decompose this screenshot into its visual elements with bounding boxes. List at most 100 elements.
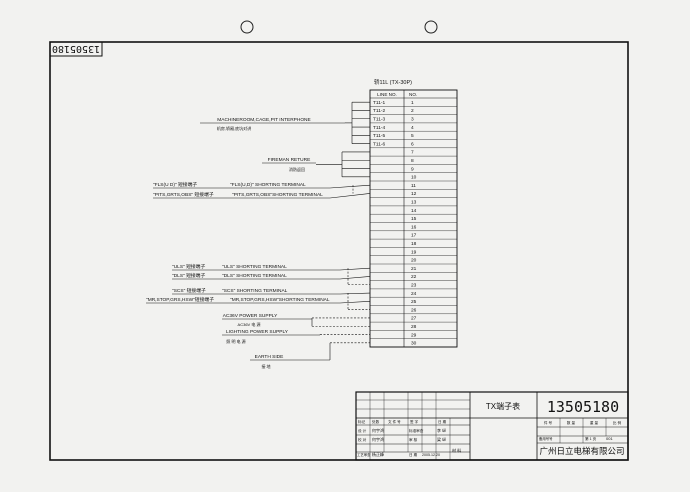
terminal-number: 26 — [411, 307, 417, 313]
label-scs-left: "SCS" 短接端子 — [172, 287, 206, 294]
label-earth-cn: 接 地 — [261, 363, 270, 369]
label-interphone-cn: 机房,轿厢,底坑对讲 — [217, 125, 251, 131]
drawing-border — [49, 41, 629, 461]
terminal-line-label: T11-5 — [373, 133, 386, 139]
company-name: 广州日立电梯有限公司 — [539, 446, 624, 456]
terminal-number: 24 — [411, 291, 417, 297]
terminal-line-label: T11-6 — [373, 141, 386, 147]
punch-hole-right — [424, 20, 438, 34]
column-header-line: LINE NO. — [377, 92, 397, 97]
label-pits-left: "PITS,GRTS,OBS" 短接端子 — [153, 191, 214, 198]
column-header-no: NO. — [409, 92, 417, 97]
label-ac36: AC36V POWER SUPPLY — [223, 313, 278, 319]
wire-mr — [339, 301, 371, 304]
terminal-number: 6 — [411, 141, 414, 147]
terminal-line-label: T11-1 — [373, 100, 386, 106]
tb-qty: 数 量 — [567, 420, 576, 425]
tb-check-name: 何宇鸿 — [372, 436, 384, 442]
terminal-number: 17 — [411, 233, 417, 239]
rev-header-count: 处数 — [372, 419, 380, 424]
wire-fls — [329, 184, 371, 189]
tb-process-label: 工艺审查 — [357, 452, 371, 457]
label-lighting-cn: 照 明 电 源 — [226, 338, 245, 344]
terminal-number: 23 — [411, 283, 417, 289]
terminal-number: 5 — [411, 133, 414, 139]
label-earth: EARTH SIDE — [255, 354, 284, 360]
tb-std-label: 标准审查 — [409, 428, 424, 433]
wire-dls — [339, 276, 371, 280]
tb-design-name: 何宇鸿 — [372, 427, 384, 433]
wire-pits — [329, 193, 371, 199]
tb-date-value: 2005.12.20 — [422, 453, 440, 457]
label-uls-right: "ULS" SHORTING TERMINAL — [222, 264, 287, 270]
tb-date-label: 日 期 — [409, 452, 418, 457]
terminal-number: 20 — [411, 258, 417, 264]
terminal-number: 11 — [411, 183, 416, 189]
terminal-line-label: T11-4 — [373, 125, 386, 131]
title-block: 标记 处数 文 件 号 签 字 日 期 设 计 何宇鸿 标准审查 李 纵 校 对… — [355, 391, 629, 461]
terminal-number: 13 — [411, 200, 417, 206]
tb-std-name: 李 纵 — [437, 427, 446, 433]
label-dls-left: "DLS" 短接端子 — [172, 272, 205, 279]
terminal-number: 16 — [411, 224, 417, 230]
terminal-number: 21 — [411, 266, 417, 272]
terminal-number: 19 — [411, 249, 417, 255]
terminal-number: 25 — [411, 299, 417, 305]
tb-design-label: 设 计 — [358, 428, 367, 433]
terminal-number: 30 — [411, 341, 417, 347]
label-interphone: MACHINEROOM,CAGE,PIT INTERPHONE — [217, 117, 310, 123]
punch-hole-left — [240, 20, 254, 34]
terminal-number: 1 — [411, 100, 414, 106]
label-dls-right: "DLS" SHORTING TERMINAL — [222, 273, 287, 279]
terminal-number: 4 — [411, 125, 414, 131]
terminal-number: 15 — [411, 216, 417, 222]
label-ac36-cn: AC36V 电 源 — [238, 321, 261, 327]
rev-header-sign: 签 字 — [410, 419, 419, 424]
tb-approve-name: 梁 纵 — [437, 436, 446, 442]
terminal-number: 8 — [411, 158, 414, 164]
terminal-number: 9 — [411, 166, 414, 172]
tb-code: 001 — [606, 436, 613, 441]
terminal-number: 28 — [411, 324, 417, 330]
rev-header-mark: 标记 — [358, 419, 366, 424]
wire-lines — [146, 101, 371, 361]
tb-sheet-label: 第 1 页 — [585, 436, 597, 441]
tb-weight: 重 量 — [590, 420, 599, 425]
label-scs-right: "SCS" SHORTING TERMINAL — [222, 288, 288, 294]
rev-header-date: 日 期 — [438, 419, 447, 424]
drawing-number-rotated: 13505180 — [52, 43, 100, 54]
label-pits-right: "PITS,GRTS,OBS"SHORTING TERMINAL — [232, 192, 323, 198]
tb-approve-label: 审 核 — [409, 437, 418, 442]
tb-scale: 比 例 — [613, 420, 622, 425]
label-fls-right: "FLS(U,D)" SHORTING TERMINAL — [230, 182, 306, 188]
terminal-number: 18 — [411, 241, 417, 247]
drawing-title: TX端子表 — [486, 401, 520, 411]
terminal-number: 2 — [411, 108, 414, 114]
tb-process-name: 杨正峰 — [372, 451, 384, 457]
tb-check-label: 校 对 — [358, 437, 367, 442]
wire-scs — [339, 292, 371, 295]
tb-material-label: 材 料 — [452, 447, 461, 453]
connection-labels: MACHINEROOM,CAGE,PIT INTERPHONE 机房,轿厢,底坑… — [146, 117, 330, 369]
tb-part-no: 件 号 — [544, 420, 553, 425]
label-fireman-cn: 消防返回 — [289, 166, 305, 172]
terminal-number: 7 — [411, 150, 414, 156]
label-lighting: LIGHTING POWER SUPPLY — [226, 329, 289, 335]
rotated-number-box — [49, 41, 103, 57]
terminal-line-label: T11-2 — [373, 108, 386, 114]
terminal-number: 10 — [411, 175, 417, 181]
label-fls-left: "FLS(U D)" 短接端子 — [153, 181, 197, 188]
rev-header-doc: 文 件 号 — [388, 419, 401, 424]
terminal-block-name: 轿11L (TX-30P) — [374, 78, 412, 86]
label-uls-left: "ULS" 短接端子 — [172, 263, 205, 270]
tb-plan-label: 备用号号 — [539, 436, 553, 441]
label-mr-left: "MR,STOP,GRS,HSW"短接端子 — [146, 296, 214, 303]
drawing-number: 13505180 — [547, 398, 619, 416]
terminal-number: 12 — [411, 191, 417, 197]
terminal-line-label: T11-3 — [373, 117, 386, 123]
terminal-number: 29 — [411, 332, 417, 338]
